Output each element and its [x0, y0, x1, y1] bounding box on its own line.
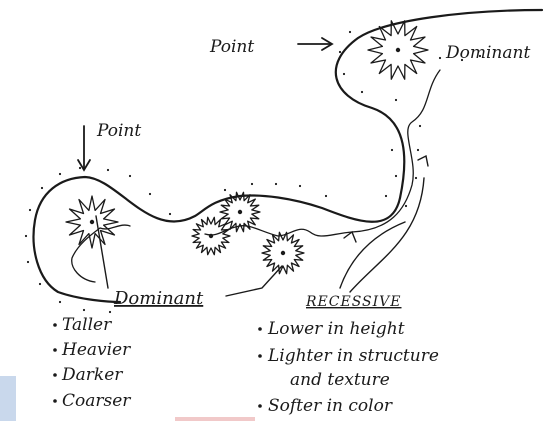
point-label-left: Point	[96, 121, 141, 141]
point-arrow-left	[78, 126, 90, 170]
dominant-trait-item: Coarser	[62, 391, 131, 411]
inner-planting-edge	[72, 70, 440, 282]
scan-tint-blue	[0, 376, 16, 421]
shrub-layer	[66, 21, 428, 274]
recessive-trait-item: Lighter in structure	[267, 346, 439, 366]
dominant-label-top: Dominant	[445, 43, 530, 63]
recessive-trait-item: Lower in height	[267, 319, 405, 339]
dominant-header: Dominant	[113, 288, 204, 309]
point-arrow-top	[298, 38, 332, 50]
point-label-top: Point	[209, 37, 254, 57]
shrub-center-dot	[396, 48, 400, 52]
shrub-center-dot	[281, 251, 285, 255]
recessive-trait-item: Softer in color	[268, 396, 393, 416]
recessive-header: RECESSIVE	[305, 294, 402, 310]
shrub-center-dot	[209, 234, 213, 238]
dominant-bullets	[53, 323, 57, 403]
dominant-trait-item: Darker	[61, 365, 123, 385]
dominant-traits-list: Taller Heavier Darker Coarser	[61, 315, 131, 411]
dominant-trait-item: Taller	[62, 315, 112, 335]
shrub-center-dot	[90, 220, 94, 224]
shrub-center-dot	[238, 210, 242, 214]
recessive-bullets	[258, 327, 262, 408]
scan-tint-pink	[175, 417, 255, 421]
recessive-trait-item: and texture	[290, 370, 390, 390]
recessive-traits-list: Lower in height Lighter in structure and…	[267, 319, 439, 416]
dominant-trait-item: Heavier	[61, 340, 131, 360]
